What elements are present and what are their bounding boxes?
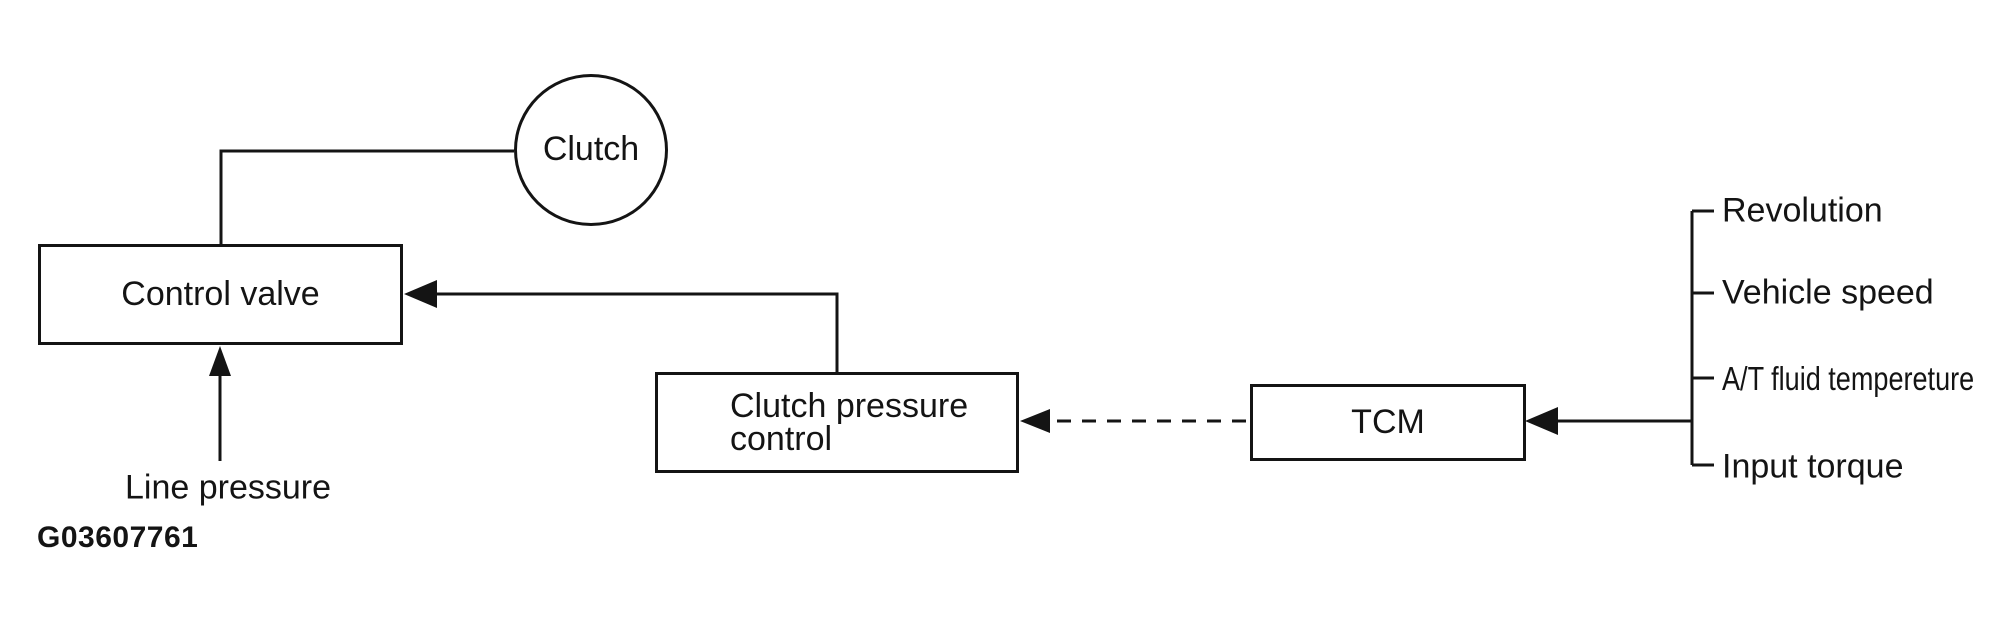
control-valve-node-label: Control valve <box>121 274 320 313</box>
line-pressure-label: Line pressure <box>125 468 332 507</box>
clutch-node: Clutch <box>514 74 668 226</box>
control-valve-node: Control valve <box>38 244 403 345</box>
clutch-pressure-control-label-line2: control <box>730 419 833 458</box>
cpc-to-control-valve-arrowhead-icon <box>404 280 437 308</box>
line-pressure-arrowhead-icon <box>209 346 231 376</box>
input-label-at-fluid-temperature: A/T fluid tempereture <box>1722 360 1975 397</box>
control-valve-to-clutch-line <box>219 149 514 244</box>
clutch-pressure-control-node: Clutch pressure control <box>655 372 1019 473</box>
cpc-to-control-valve-line <box>434 292 839 372</box>
tcm-to-cpc-arrowhead-icon <box>1020 409 1050 433</box>
input-label-input-torque: Input torque <box>1722 447 1904 486</box>
input-label-vehicle-speed: Vehicle speed <box>1722 273 1934 312</box>
figure-id: G03607761 <box>37 521 199 554</box>
inputs-bracket <box>1690 209 1714 467</box>
input-label-revolution: Revolution <box>1722 191 1883 230</box>
clutch-pressure-control-label-line1: Clutch pressure <box>730 386 969 425</box>
tcm-node: TCM <box>1250 384 1526 461</box>
tcm-node-label: TCM <box>1351 402 1425 441</box>
inputs-to-tcm-arrowhead-icon <box>1525 407 1558 435</box>
clutch-node-label: Clutch <box>542 130 640 169</box>
